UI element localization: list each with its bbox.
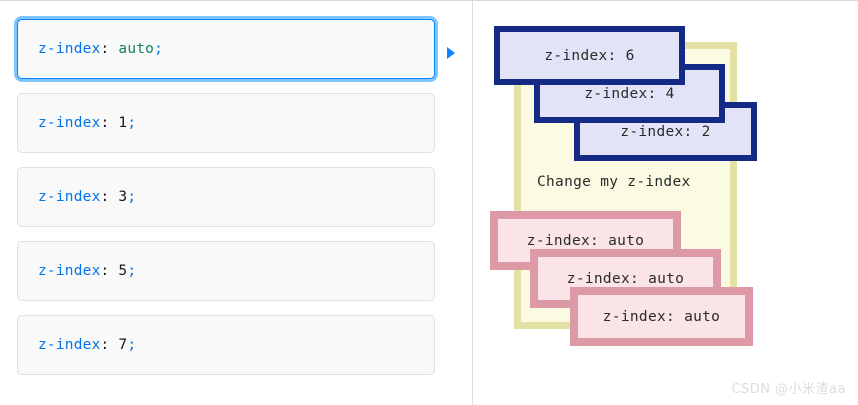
declaration-colon: : — [100, 189, 110, 205]
declaration-value[interactable]: auto — [118, 41, 155, 57]
declaration-colon: : — [100, 41, 110, 57]
declaration-item-z-index-auto[interactable]: z-index: auto; — [17, 19, 435, 79]
declaration-semicolon: ; — [127, 115, 137, 131]
declaration-value[interactable]: 1 — [118, 115, 128, 131]
declaration-colon: : — [100, 115, 110, 131]
container-label: Change my z-index — [537, 174, 691, 190]
declaration-colon: : — [100, 337, 110, 353]
preview-panel: Change my z-index z-index: 6 z-index: 4 … — [473, 1, 858, 405]
declaration-semicolon: ; — [127, 263, 137, 279]
panel-divider — [472, 1, 473, 405]
declaration-property: z-index — [38, 189, 101, 205]
declaration-item-z-index-1[interactable]: z-index: 1; — [17, 93, 435, 153]
declaration-semicolon: ; — [127, 337, 137, 353]
top-border-rule — [0, 0, 858, 1]
z-box-blue-6[interactable]: z-index: 6 — [494, 26, 685, 85]
declaration-value[interactable]: 3 — [118, 189, 128, 205]
declaration-item-z-index-7[interactable]: z-index: 7; — [17, 315, 435, 375]
play-triangle-right-icon[interactable] — [447, 47, 455, 59]
declaration-value[interactable]: 5 — [118, 263, 128, 279]
declaration-item-z-index-5[interactable]: z-index: 5; — [17, 241, 435, 301]
declaration-colon: : — [100, 263, 110, 279]
declaration-item-z-index-3[interactable]: z-index: 3; — [17, 167, 435, 227]
declaration-value[interactable]: 7 — [118, 337, 128, 353]
declaration-semicolon: ; — [127, 189, 137, 205]
watermark-text: CSDN @小米渣aa — [731, 382, 846, 397]
declaration-property: z-index — [38, 263, 101, 279]
declaration-property: z-index — [38, 337, 101, 353]
declaration-property: z-index — [38, 115, 101, 131]
css-declaration-list: z-index: auto; z-index: 1; z-index: 3; z… — [17, 19, 435, 389]
z-box-pink-auto-3[interactable]: z-index: auto — [570, 287, 753, 346]
declaration-semicolon: ; — [154, 41, 164, 57]
declarations-panel: z-index: auto; z-index: 1; z-index: 3; z… — [0, 1, 472, 405]
declaration-property: z-index — [38, 41, 101, 57]
